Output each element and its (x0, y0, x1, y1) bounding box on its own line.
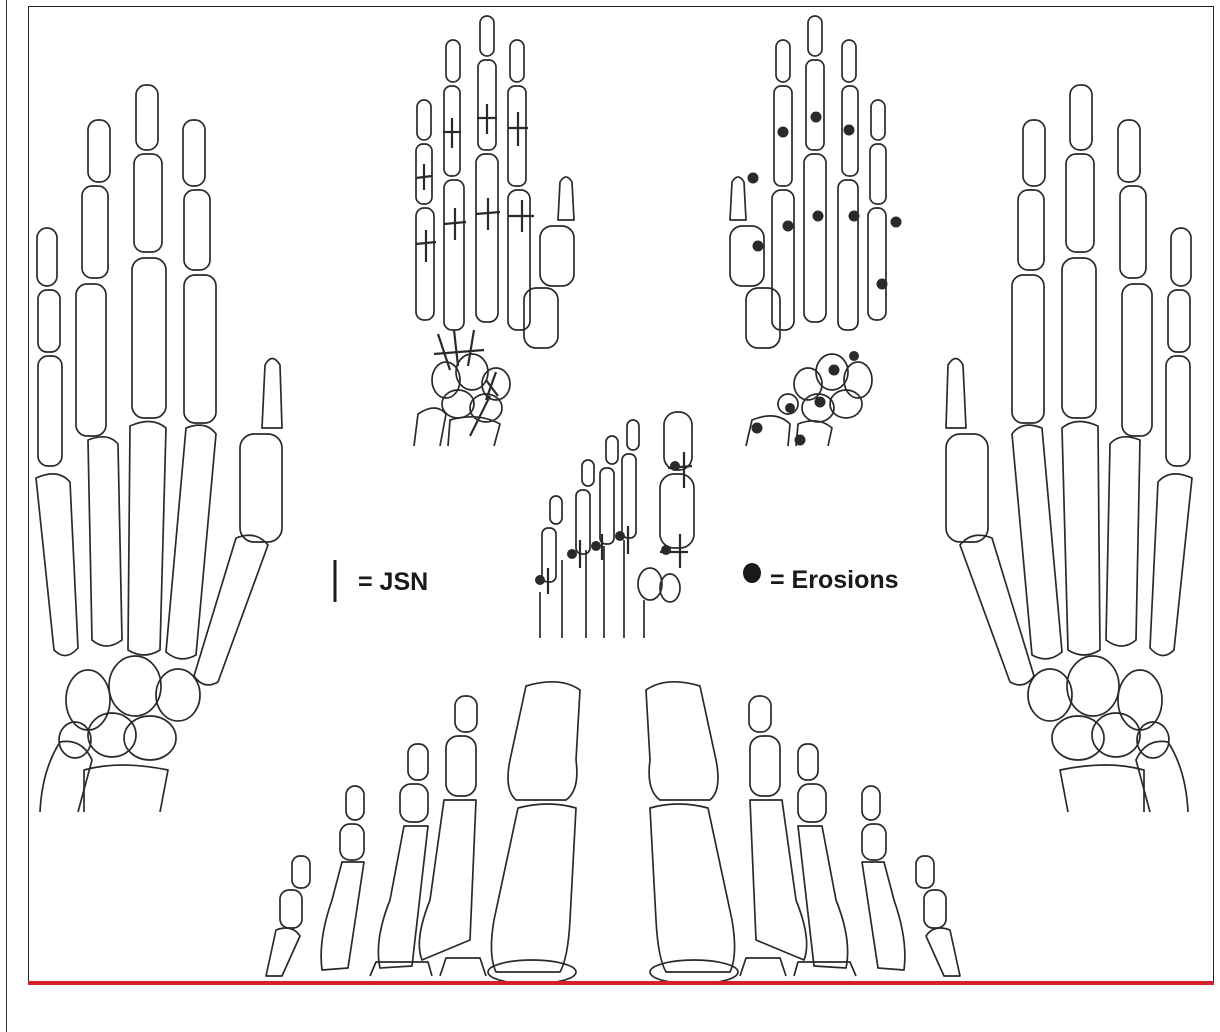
jsn-hand-outline (414, 16, 574, 446)
mini-foot-outline (540, 412, 694, 638)
erosions-legend-label: = Erosions (770, 566, 899, 594)
right-foot-outline (646, 682, 960, 984)
mini-foot-jsn-marks (548, 452, 692, 594)
erosion-legend-icon (743, 563, 761, 583)
left-hand-outline (36, 85, 282, 812)
right-hand-outline (946, 85, 1192, 812)
bottom-red-rule (28, 981, 1214, 985)
erosion-hand-outline (730, 16, 886, 446)
legend: = JSN = Erosions (335, 560, 899, 602)
jsn-legend-label: = JSN (358, 568, 428, 596)
left-foot-outline (266, 682, 580, 984)
